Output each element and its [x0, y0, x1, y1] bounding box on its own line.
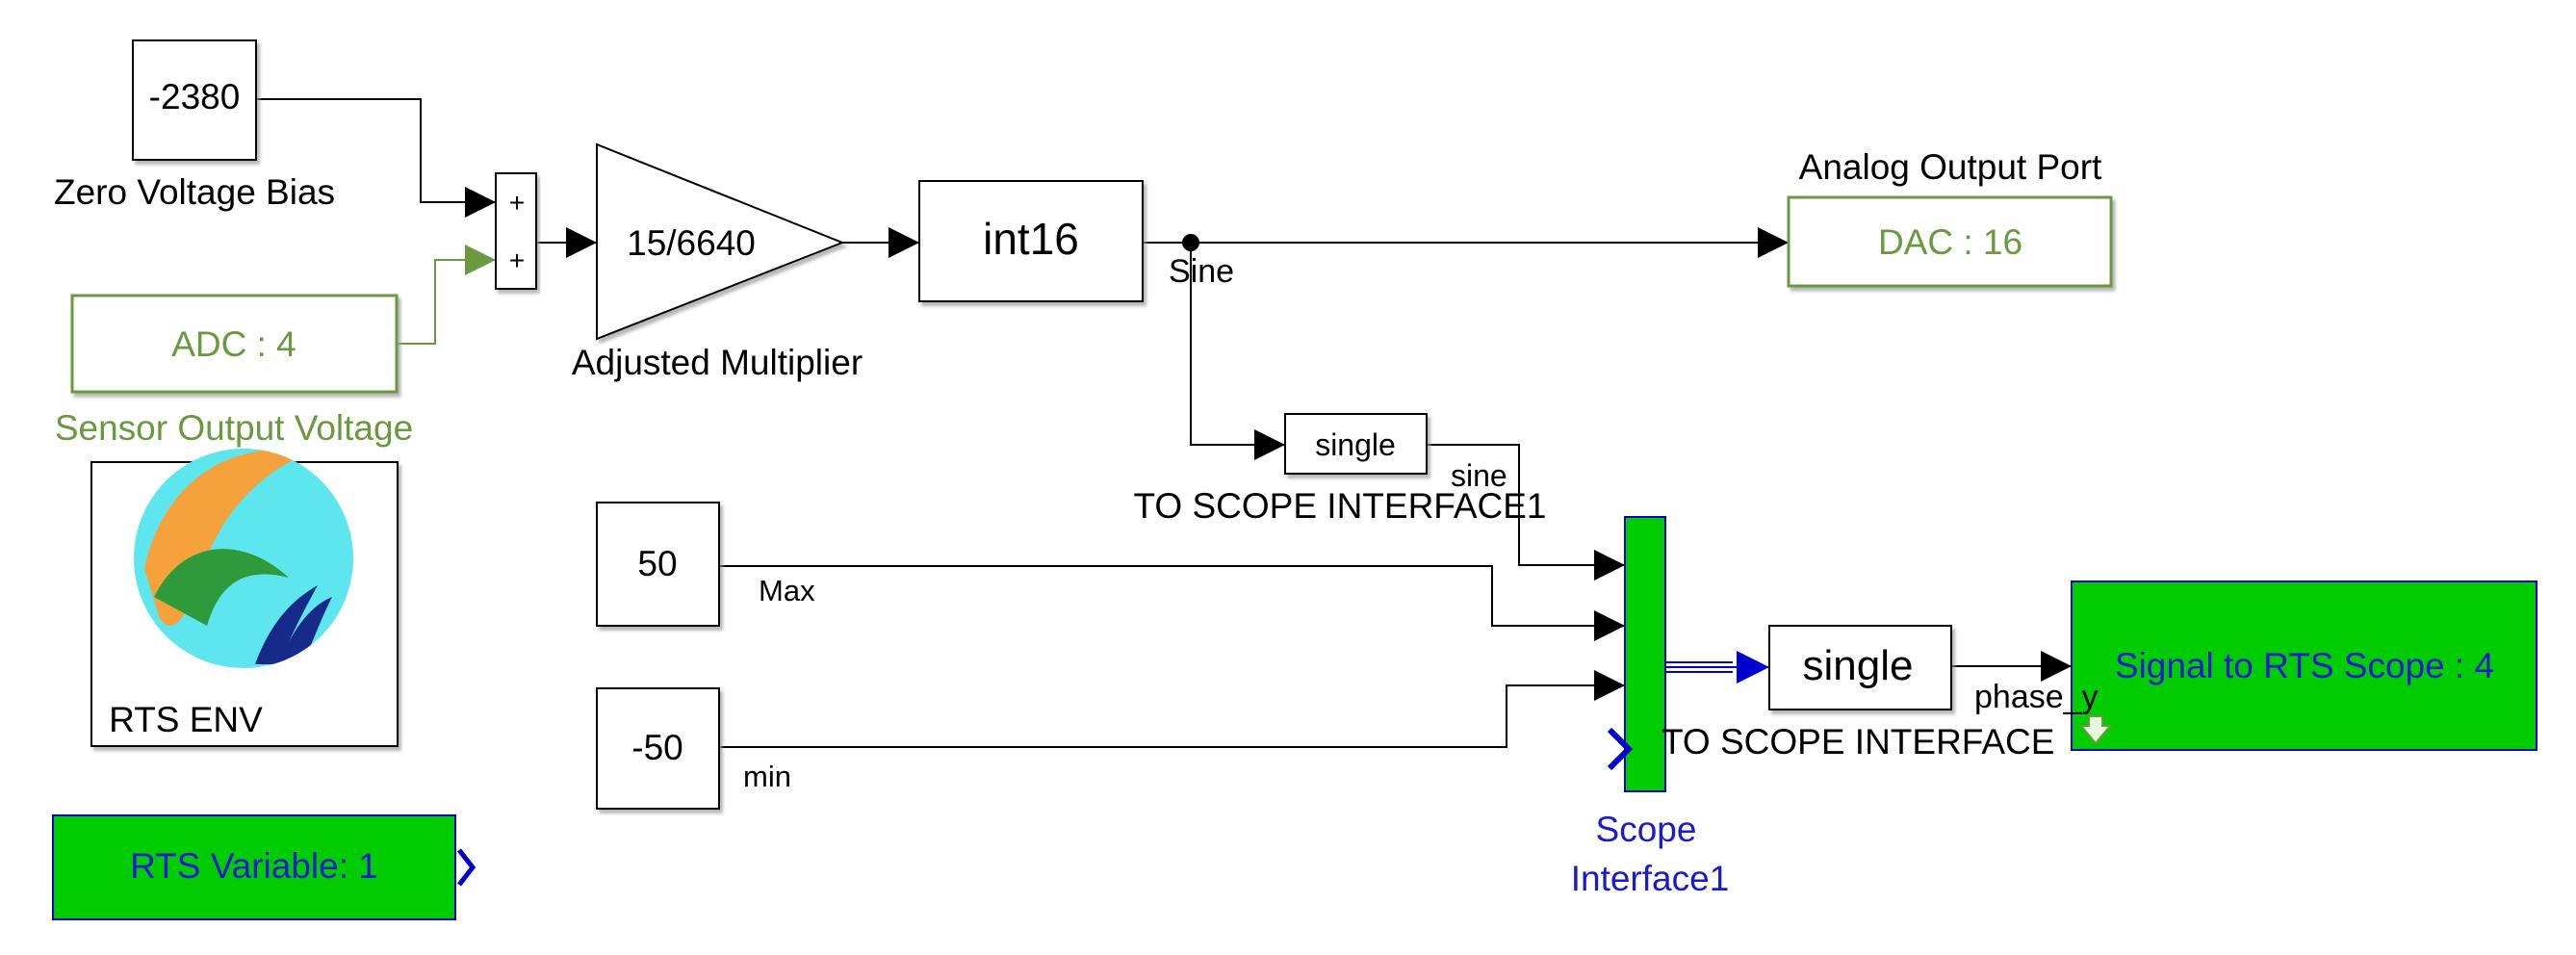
gain-value: 15/6640	[627, 223, 756, 263]
adc-block[interactable]: ADC : 4	[70, 294, 399, 394]
sum-sign-bottom: +	[509, 245, 525, 275]
adc-text: ADC : 4	[171, 324, 296, 364]
adc-label: Sensor Output Voltage	[55, 408, 413, 448]
sine-branch-line[interactable]	[1190, 243, 1285, 460]
max-signal-label: Max	[759, 574, 815, 607]
gain-label: Adjusted Multiplier	[572, 343, 863, 382]
max-constant-block[interactable]: 50	[596, 502, 720, 627]
gain-block[interactable]: 15/6640	[596, 142, 845, 341]
max-value: 50	[637, 544, 677, 583]
rts-env-block[interactable]: RTS ENV	[90, 449, 399, 747]
sine-signal-label: Sine	[1169, 253, 1234, 290]
dropdown-arrow-icon[interactable]	[2078, 715, 2113, 745]
rts-variable-block[interactable]: RTS Variable: 1	[52, 814, 456, 920]
rts-scope-text: Signal to RTS Scope : 4	[2115, 646, 2494, 685]
min-signal-label: min	[743, 760, 791, 793]
single-big-text: single	[1803, 642, 1914, 689]
zero-voltage-bias-block[interactable]: -2380	[132, 39, 257, 161]
dac-block[interactable]: DAC : 16	[1787, 195, 2113, 288]
phase-signal-label: phase_y	[1974, 679, 2099, 715]
single-small-label: TO SCOPE INTERFACE1	[1133, 486, 1546, 526]
adc-to-sum-line[interactable]	[397, 245, 496, 345]
goto-chevron-icon[interactable]	[457, 848, 477, 887]
goto-chevron-icon[interactable]	[1607, 727, 1634, 771]
branch-point	[1182, 234, 1199, 251]
single-big-label: TO SCOPE INTERFACE	[1662, 722, 2054, 761]
rts-scope-block[interactable]: Signal to RTS Scope : 4	[2071, 581, 2537, 751]
signal-lines	[257, 98, 2072, 748]
dac-label: Analog Output Port	[1799, 147, 2102, 187]
sum-block[interactable]: + +	[495, 172, 537, 290]
min-constant-block[interactable]: -50	[596, 687, 720, 810]
min-to-scope-line[interactable]	[719, 670, 1625, 748]
zero-bias-label: Zero Voltage Bias	[54, 172, 335, 212]
dac-text: DAC : 16	[1878, 222, 2022, 262]
rts-env-label: RTS ENV	[109, 700, 263, 739]
int16-text: int16	[983, 214, 1079, 264]
single-convert-big-block[interactable]: single	[1768, 625, 1952, 710]
rts-variable-text: RTS Variable: 1	[130, 846, 378, 886]
rts-env-logo-icon	[134, 449, 353, 668]
sum-sign-top: +	[509, 188, 525, 218]
scope-interface-label-1: Scope	[1596, 810, 1697, 849]
scope-interface-block[interactable]	[1624, 516, 1666, 792]
max-to-scope-line[interactable]	[719, 565, 1625, 641]
single-to-scope-line[interactable]	[1427, 444, 1625, 581]
zero-bias-value: -2380	[149, 77, 241, 116]
sine-lower-label: sine	[1451, 458, 1507, 493]
int16-convert-block[interactable]: int16	[918, 180, 1144, 302]
zero-bias-to-sum-line[interactable]	[257, 98, 496, 218]
min-value: -50	[631, 728, 683, 767]
single-small-text: single	[1315, 427, 1396, 462]
scope-interface-label-2: Interface1	[1571, 859, 1730, 898]
single-convert-small-block[interactable]: single	[1284, 413, 1428, 475]
